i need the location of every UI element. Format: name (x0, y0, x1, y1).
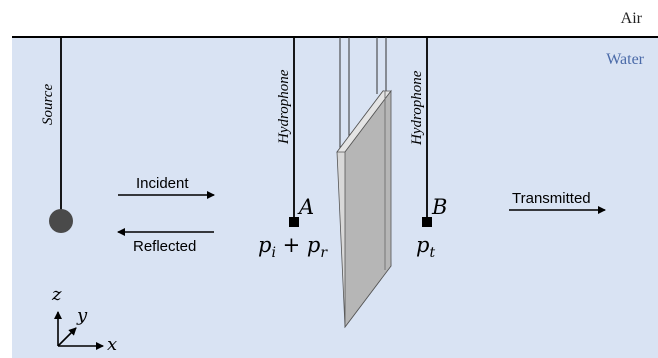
plate-front-face (344, 89, 392, 329)
air-label: Air (620, 10, 642, 27)
axis-y-label: y (77, 305, 88, 326)
source-sphere (49, 209, 73, 233)
source-label: Source (40, 83, 56, 125)
transmitted-label: Transmitted (512, 190, 591, 207)
water-region (12, 37, 658, 358)
hydrophone-b-sensor (422, 217, 432, 227)
axis-x-label: x (107, 334, 118, 355)
reflected-label: Reflected (133, 238, 197, 255)
incident-label: Incident (136, 175, 189, 192)
hydrophone-a-label: Hydrophone (276, 69, 292, 144)
axis-y (57, 327, 77, 347)
hydrophone-a-sensor (289, 217, 299, 227)
pressure-a-label: pi + pr (258, 233, 328, 262)
point-b-label: B (432, 195, 448, 219)
pressure-b-label: pt (416, 233, 436, 262)
water-label: Water (606, 51, 644, 68)
hydrophone-b-label: Hydrophone (409, 70, 425, 145)
axis-z-label: z (52, 284, 62, 305)
point-a-label: A (299, 195, 315, 219)
water-surface-line (12, 36, 658, 38)
